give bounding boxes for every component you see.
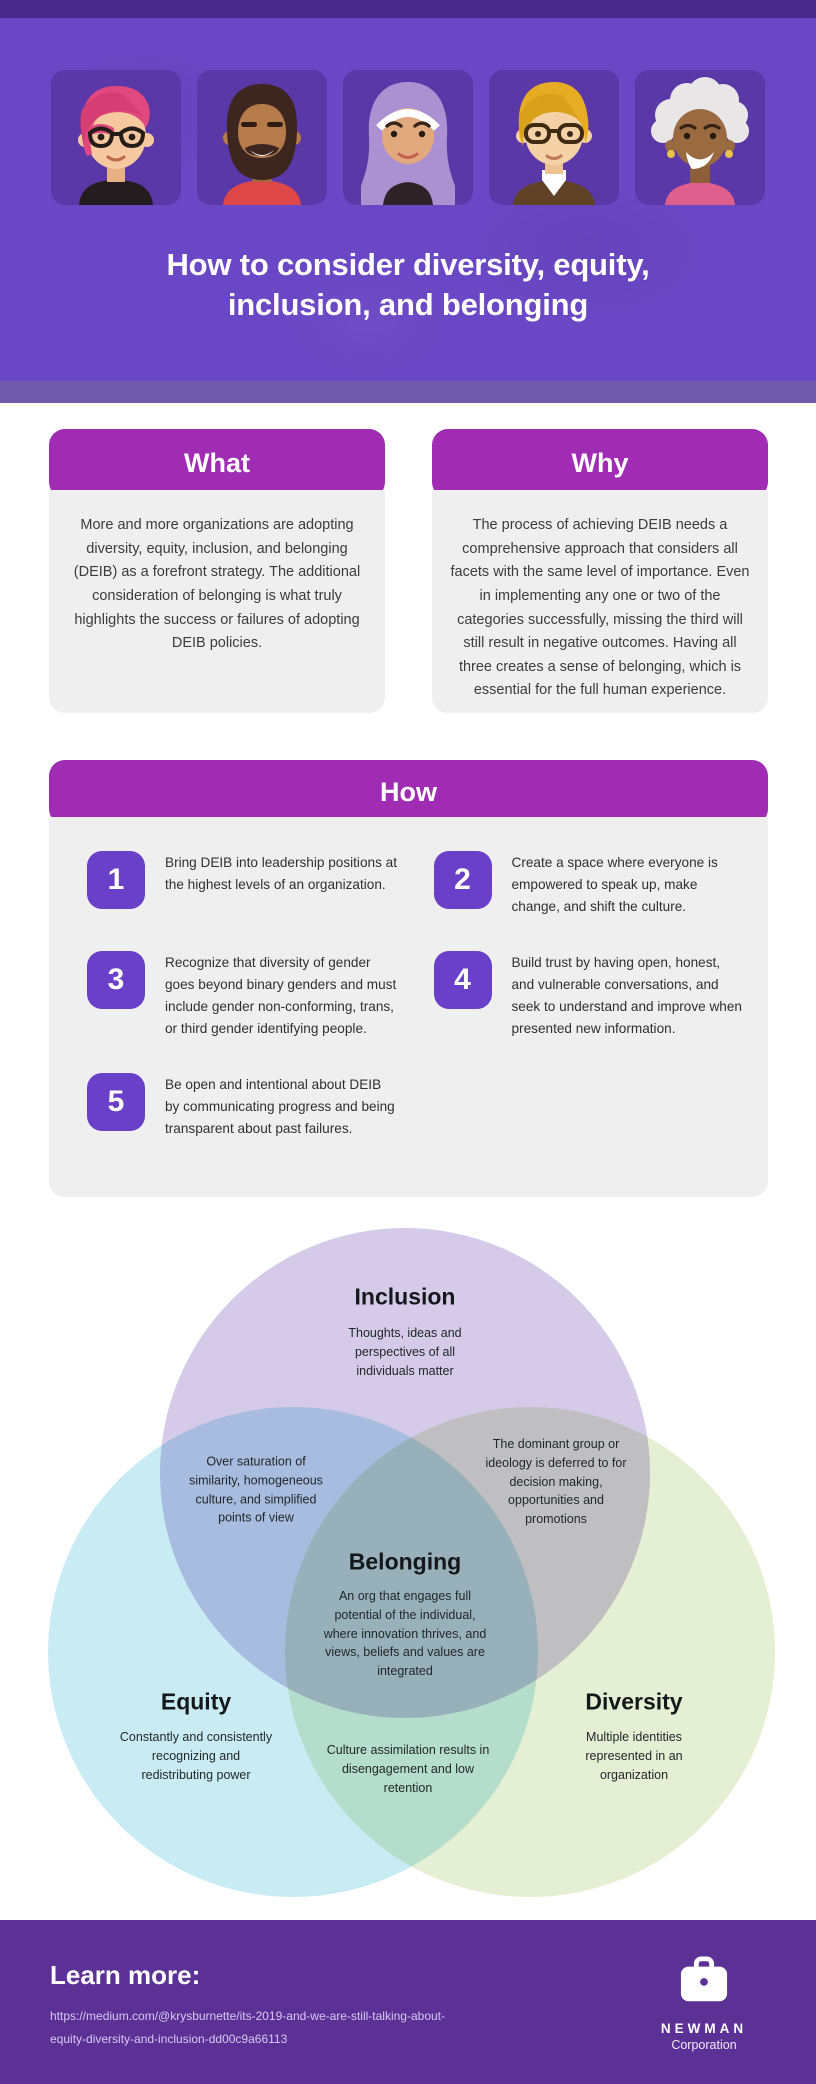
what-card: What More and more organizations are ado… bbox=[49, 429, 385, 713]
venn-belonging-label: Belonging bbox=[348, 1548, 462, 1575]
step-text: Recognize that diversity of gender goes … bbox=[165, 955, 397, 1036]
step-text: Bring DEIB into leadership positions at … bbox=[165, 855, 397, 892]
how-step-5: 5 Be open and intentional about DEIB by … bbox=[87, 1073, 398, 1139]
learn-more-block: Learn more: https://medium.com/@krysburn… bbox=[50, 1960, 460, 2051]
brand-name: NEWMAN bbox=[660, 2021, 748, 2036]
avatar-row bbox=[0, 70, 816, 205]
venn-inclusion-equity-overlap: Over saturation of similarity, homogeneo… bbox=[189, 1454, 323, 1525]
header-bottom-band bbox=[0, 381, 816, 403]
how-step-1: 1 Bring DEIB into leadership positions a… bbox=[87, 851, 398, 917]
step-number-tile: 5 bbox=[87, 1073, 145, 1132]
page-title: How to consider diversity, equity, inclu… bbox=[166, 247, 650, 323]
avatar-person-blonde-glasses bbox=[489, 70, 619, 205]
step-number-tile: 1 bbox=[87, 851, 145, 909]
venn-inclusion-diversity-overlap: The dominant group or ideology is deferr… bbox=[485, 1437, 627, 1527]
avatar-man-with-beard bbox=[197, 70, 327, 205]
why-card-header: Why bbox=[432, 429, 768, 498]
how-step-3: 3 Recognize that diversity of gender goe… bbox=[87, 951, 398, 1039]
step-text: Build trust by having open, honest, and … bbox=[511, 955, 742, 1036]
step-text: Be open and intentional about DEIB by co… bbox=[165, 1077, 395, 1136]
avatar-person-pink-hair bbox=[51, 70, 181, 205]
how-step-2: 2 Create a space where everyone is empow… bbox=[433, 851, 745, 917]
header: How to consider diversity, equity, inclu… bbox=[0, 0, 816, 403]
elderly-woman-icon bbox=[651, 77, 749, 205]
venn-equity-label: Equity bbox=[160, 1688, 232, 1715]
woman-in-hijab-icon bbox=[361, 82, 455, 205]
venn-diversity-description: Multiple identities represented in an or… bbox=[585, 1729, 683, 1782]
venn-diversity-label: Diversity bbox=[585, 1688, 683, 1715]
person-pink-hair-icon bbox=[78, 86, 154, 205]
step-number-tile: 2 bbox=[433, 851, 492, 909]
what-card-header: What bbox=[49, 429, 385, 498]
avatar-elderly-woman bbox=[635, 70, 765, 205]
header-top-band bbox=[0, 0, 816, 18]
footer: Learn more: https://medium.com/@krysburn… bbox=[0, 1920, 816, 2084]
step-number-tile: 3 bbox=[87, 951, 145, 1010]
briefcase-icon bbox=[680, 1956, 728, 2002]
venn-belonging-description: An org that engages full potential of th… bbox=[323, 1589, 487, 1679]
venn-inclusion-description: Thoughts, ideas and perspectives of all … bbox=[348, 1325, 462, 1378]
source-link[interactable]: https://medium.com/@krysburnette/its-201… bbox=[50, 2009, 445, 2046]
how-step-4: 4 Build trust by having open, honest, an… bbox=[433, 951, 745, 1039]
person-blonde-glasses-icon bbox=[513, 82, 595, 205]
venn-equity-description: Constantly and consistently recognizing … bbox=[119, 1729, 273, 1782]
why-card-body: The process of achieving DEIB needs a co… bbox=[432, 490, 768, 713]
man-with-beard-icon bbox=[223, 84, 301, 205]
learn-more-heading: Learn more: bbox=[50, 1960, 201, 1990]
brand-subtitle: Corporation bbox=[671, 2038, 737, 2052]
how-card: How 1 Bring DEIB into leadership positio… bbox=[49, 760, 768, 1197]
venn-equity-diversity-overlap: Culture assimilation results in disengag… bbox=[326, 1742, 490, 1795]
step-number-tile: 4 bbox=[433, 951, 492, 1010]
how-card-body: 1 Bring DEIB into leadership positions a… bbox=[49, 817, 768, 1197]
step-text: Create a space where everyone is empower… bbox=[511, 855, 718, 914]
how-card-header: How bbox=[49, 760, 768, 825]
avatar-woman-in-hijab bbox=[343, 70, 473, 205]
brand-block: NEWMAN Corporation bbox=[644, 1956, 764, 2052]
venn-inclusion-label: Inclusion bbox=[354, 1283, 456, 1310]
venn-circle-diversity bbox=[285, 1407, 775, 1897]
what-card-body: More and more organizations are adopting… bbox=[49, 490, 385, 713]
why-card: Why The process of achieving DEIB needs … bbox=[432, 429, 768, 713]
